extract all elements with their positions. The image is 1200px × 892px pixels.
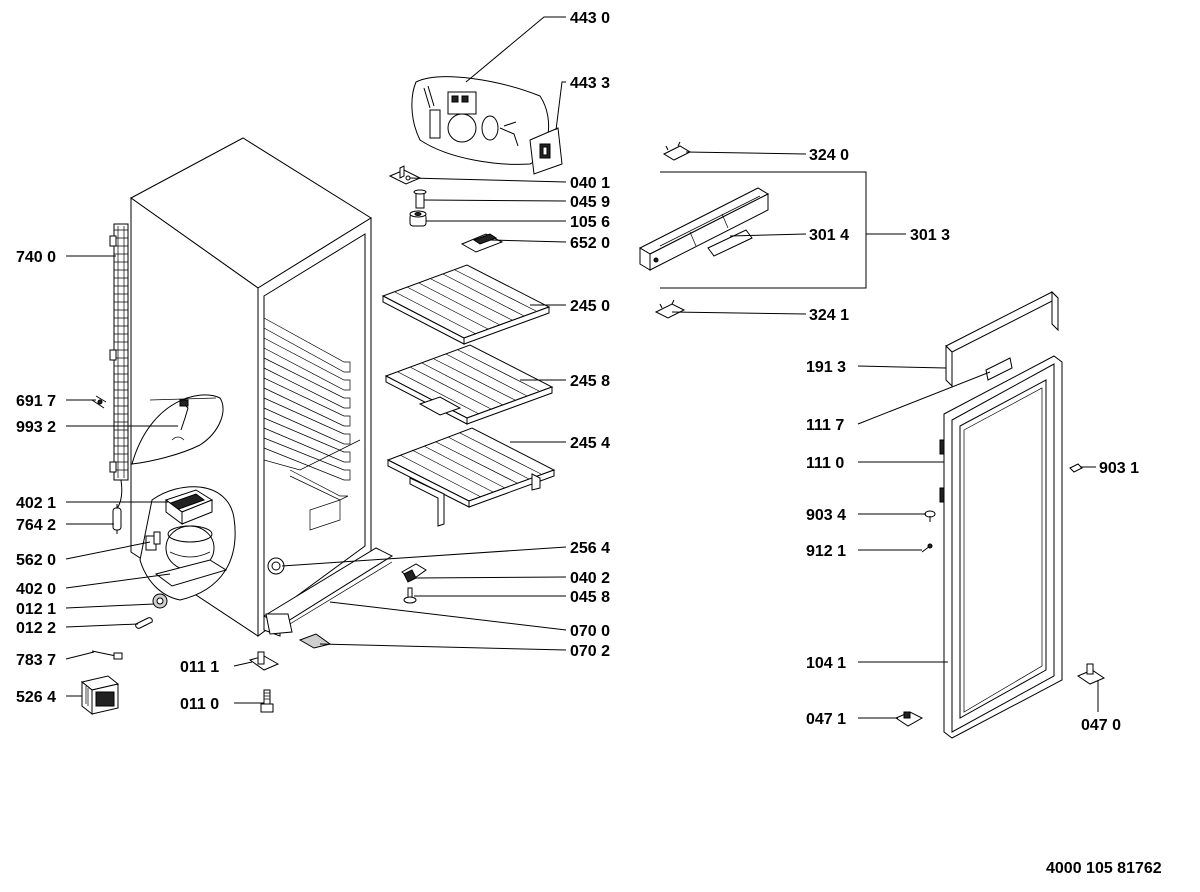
label-1110: 111 0: [806, 455, 844, 472]
label-2564: 256 4: [570, 540, 610, 557]
shelf-runners: [264, 318, 350, 500]
electrical-box-5264: [82, 676, 118, 714]
label-5264: 526 4: [16, 689, 56, 706]
label-2454: 245 4: [570, 435, 610, 452]
label-6520: 652 0: [570, 235, 610, 252]
lamp-part-6917: [92, 396, 106, 408]
label-2458: 245 8: [570, 373, 610, 390]
label-6917: 691 7: [16, 393, 56, 410]
label-0111: 011 1: [180, 659, 219, 676]
sleeve-0122: [136, 618, 153, 629]
label-7837: 783 7: [16, 652, 56, 669]
label-0110: 011 0: [180, 696, 219, 713]
label-0402: 040 2: [570, 570, 610, 587]
adjustable-foot-0110: [261, 690, 273, 712]
condenser-coil: [110, 224, 128, 510]
top-trim-3014: [640, 188, 768, 270]
compressor-detail-bubble: [140, 487, 235, 600]
label-2450: 245 0: [570, 298, 610, 315]
door-foot-0470: [1078, 664, 1104, 684]
label-9121: 912 1: [806, 543, 846, 560]
cover-clip-6520: [462, 234, 502, 252]
hinge-bracket-0111: [250, 652, 278, 670]
label-7642: 764 2: [16, 517, 56, 534]
door-foot-0471: [896, 712, 922, 726]
label-9932: 993 2: [16, 419, 56, 436]
hinge-pin-0459: [414, 190, 426, 208]
document-number: 4000 105 81762: [1046, 860, 1162, 877]
clip-3240: [664, 142, 690, 160]
screw-0458: [404, 588, 416, 603]
label-0471: 047 1: [806, 711, 846, 728]
shelf-2450: [383, 265, 549, 344]
thermostat-assembly-bubble-4430: [412, 77, 549, 165]
label-3013: 301 3: [910, 227, 950, 244]
door-gasket-1913: [946, 292, 1058, 386]
lamp-cover-4433: [530, 128, 562, 174]
label-1041: 104 1: [806, 655, 846, 672]
label-0700: 070 0: [570, 623, 610, 640]
label-0702: 070 2: [570, 643, 610, 660]
label-4430: 443 0: [570, 10, 610, 27]
label-1913: 191 3: [806, 359, 846, 376]
label-0122: 012 2: [16, 620, 56, 637]
thermostat-detail-bubble: [132, 395, 223, 464]
kickplate-0702: [300, 634, 330, 648]
door-1041: [940, 356, 1062, 738]
label-5620: 562 0: [16, 552, 56, 569]
label-9031: 903 1: [1099, 460, 1139, 477]
label-3241: 324 1: [809, 307, 849, 324]
part-number-labels: 443 0 443 3 324 0 040 1 045 9 105 6 652 …: [16, 10, 1162, 877]
label-4021: 402 1: [16, 495, 56, 512]
shelf-2458: [386, 345, 552, 424]
label-0401: 040 1: [570, 175, 610, 192]
hinge-bracket-0401: [390, 166, 420, 184]
shelf-2454: [388, 428, 554, 526]
label-1056: 105 6: [570, 214, 610, 231]
screw-9034: [925, 511, 935, 522]
drain-part-2564: [268, 558, 284, 574]
label-4020: 402 0: [16, 581, 56, 598]
label-3240: 324 0: [809, 147, 849, 164]
label-9034: 903 4: [806, 507, 846, 524]
grommet-0121: [153, 594, 167, 608]
label-0459: 045 9: [570, 194, 610, 211]
bushing-1056: [410, 211, 426, 226]
leader-lines: [65, 16, 1099, 719]
screw-9121: [922, 544, 932, 552]
label-3014: 301 4: [809, 227, 849, 244]
screw-9031: [1070, 464, 1082, 472]
label-1117: 111 7: [806, 417, 844, 434]
clip-3241: [656, 300, 684, 318]
label-0458: 045 8: [570, 589, 610, 606]
label-4433: 443 3: [570, 75, 610, 92]
bottom-hinge-0402: [402, 564, 426, 582]
label-0121: 012 1: [16, 601, 56, 618]
rod-7837: [92, 651, 122, 659]
label-7400: 740 0: [16, 249, 56, 266]
label-0470: 047 0: [1081, 717, 1121, 734]
filter-drier: [113, 504, 121, 534]
